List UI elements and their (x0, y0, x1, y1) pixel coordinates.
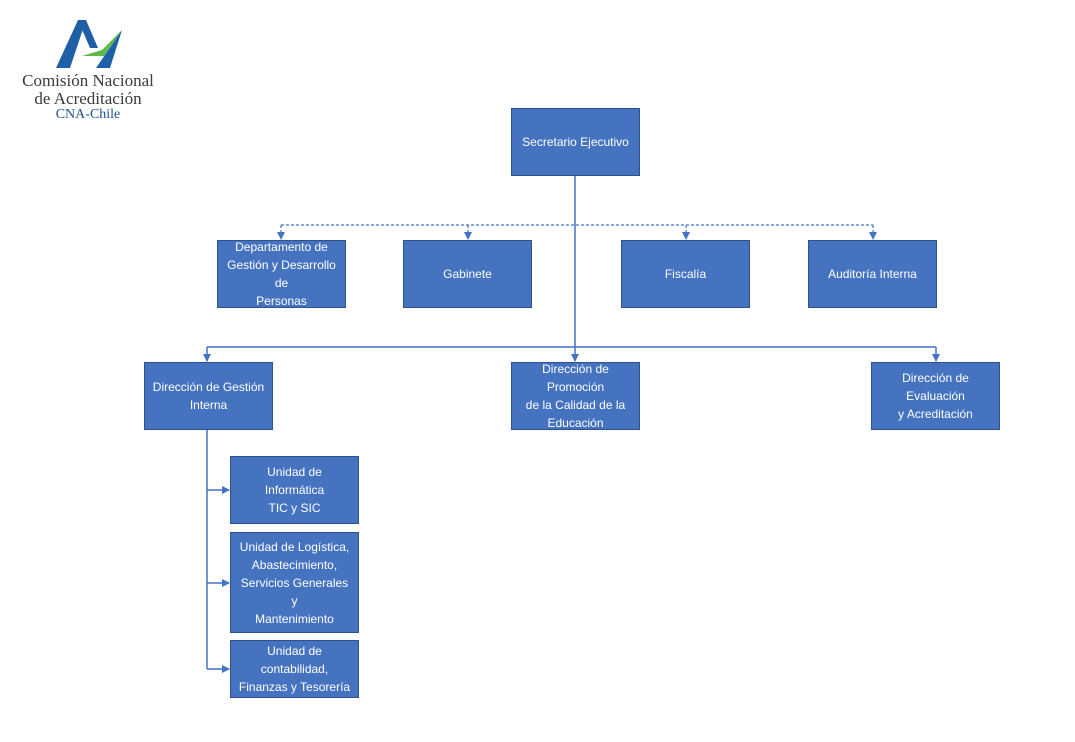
logo-text-line-2: de Acreditación (34, 89, 142, 108)
cna-logo-mark-icon (56, 20, 122, 68)
box-unidad-informatica: Unidad de Informática TIC y SIC (230, 456, 359, 524)
box-direccion-promocion-calidad: Dirección de Promoción de la Calidad de … (511, 362, 640, 430)
box-departamento-personas: Departamento de Gestión y Desarrollo de … (217, 240, 346, 308)
box-direccion-evaluacion-acreditacion: Dirección de Evaluación y Acreditación (871, 362, 1000, 430)
box-direccion-gestion-interna: Dirección de Gestión Interna (144, 362, 273, 430)
cna-logo: Comisión Nacional de Acreditación CNA-Ch… (18, 18, 158, 128)
logo-text-line-1: Comisión Nacional (22, 71, 154, 90)
box-secretario-ejecutivo: Secretario Ejecutivo (511, 108, 640, 176)
box-auditoria-interna: Auditoría Interna (808, 240, 937, 308)
box-unidad-logistica: Unidad de Logística, Abastecimiento, Ser… (230, 532, 359, 633)
logo-text-line-3: CNA-Chile (55, 107, 121, 122)
box-unidad-contabilidad: Unidad de contabilidad, Finanzas y Tesor… (230, 640, 359, 698)
box-gabinete: Gabinete (403, 240, 532, 308)
box-fiscalia: Fiscalía (621, 240, 750, 308)
